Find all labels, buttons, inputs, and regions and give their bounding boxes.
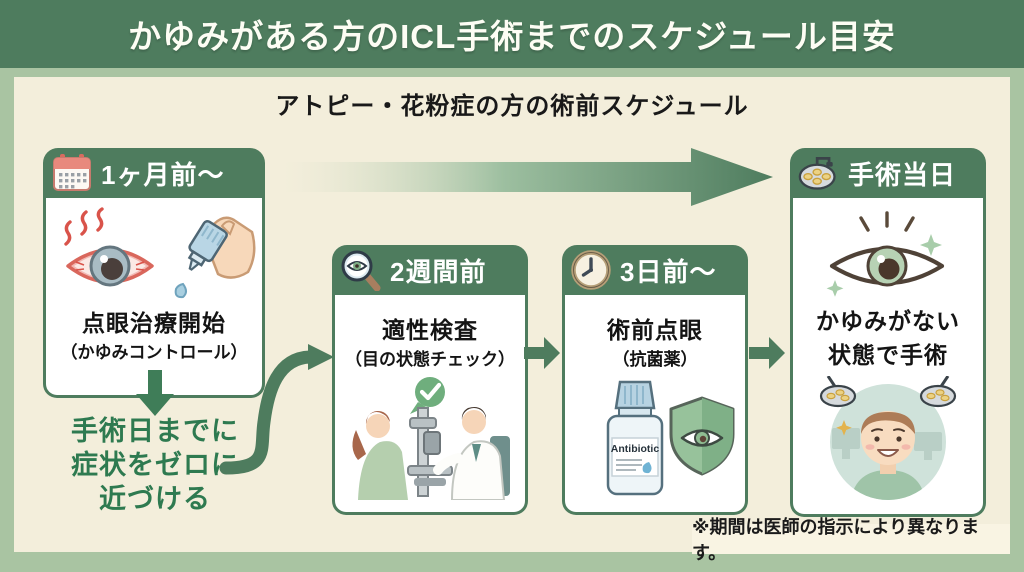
step-3-title: 術前点眼	[607, 317, 703, 343]
step-4-body: かゆみがない 状態で手術	[790, 198, 986, 517]
goal-note-line3: 近づける	[99, 484, 211, 514]
clock-icon	[570, 249, 612, 291]
step-card-3: 3日前〜 術前点眼 （抗菌薬） Antibiotic	[562, 245, 748, 515]
step-2-period-label: 2週間前	[390, 256, 487, 287]
step-card-2: 2週間前 適性検査 （目の状態チェック）	[332, 245, 528, 515]
step-1-body: 点眼治療開始 （かゆみコントロール）	[43, 198, 265, 398]
bottle-label: Antibiotic	[611, 443, 660, 455]
step-3-body: 術前点眼 （抗菌薬） Antibiotic	[562, 295, 748, 515]
step-arrow-2-3	[524, 337, 560, 369]
step-3-period-label: 3日前〜	[620, 256, 717, 287]
page-title: かゆみがある方のICL手術までのスケジュール目安	[128, 18, 896, 55]
goal-note-line1: 手術日までに	[71, 416, 239, 446]
footnote: ※期間は医師の指示により異なります。	[692, 517, 1010, 563]
step-4-title-line1: かゆみがない	[816, 308, 960, 334]
step-1-title: 点眼治療開始	[82, 310, 226, 336]
curved-connector-arrow	[219, 344, 334, 475]
eye-exam-illustration	[352, 377, 510, 500]
step-arrow-3-4	[749, 337, 785, 369]
timeline-arrow	[283, 148, 773, 206]
step-2-body: 適性検査 （目の状態チェック）	[332, 295, 528, 515]
step-2-subtitle: （目の状態チェック）	[345, 350, 515, 369]
step-card-4: 手術当日 かゆみがない 状態で手術	[790, 148, 986, 517]
step-3-subtitle: （抗菌薬）	[612, 350, 698, 369]
step-4-title-line2: 状態で手術	[828, 342, 948, 368]
step-1-header: 1ヶ月前〜	[43, 148, 265, 198]
itchy-eye-dropper-illustration	[64, 207, 256, 299]
step-2-title: 適性検査	[382, 317, 478, 343]
surgical-lamp-icon	[798, 152, 840, 194]
goal-note: 手術日までに 症状をゼロに 近づける	[30, 414, 280, 516]
step-4-period-label: 手術当日	[848, 159, 957, 190]
title-bar: かゆみがある方のICL手術までのスケジュール目安	[0, 0, 1024, 68]
step-card-1: 1ヶ月前〜	[43, 148, 265, 398]
step-4-header: 手術当日	[790, 148, 986, 198]
goal-note-line2: 症状をゼロに	[71, 450, 239, 480]
subtitle: アトピー・花粉症の方の術前スケジュール	[275, 93, 749, 120]
antibiotic-shield-illustration: Antibiotic	[606, 380, 735, 496]
step-2-header: 2週間前	[332, 245, 528, 295]
magnifier-eye-icon	[340, 249, 382, 291]
step-3-header: 3日前〜	[562, 245, 748, 295]
step-1-period-label: 1ヶ月前〜	[101, 159, 225, 190]
down-arrow	[136, 370, 174, 416]
surgery-patient-illustration	[819, 376, 957, 500]
calendar-icon	[51, 152, 93, 194]
step-1-subtitle: （かゆみコントロール）	[60, 343, 248, 362]
footnote-text: ※期間は医師の指示により異なります。	[692, 517, 980, 563]
healthy-eye-illustration	[826, 211, 945, 297]
